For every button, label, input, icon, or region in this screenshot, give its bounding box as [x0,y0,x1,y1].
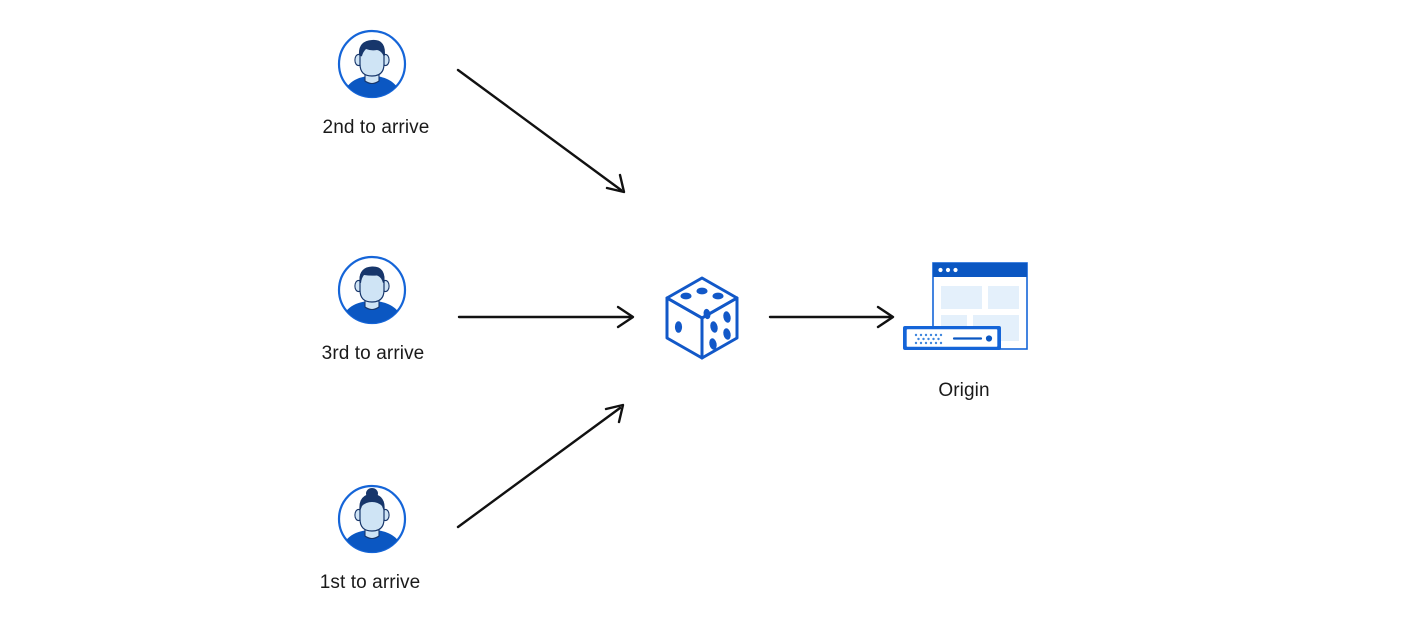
user-avatar-female-icon [337,484,407,554]
user-avatar-icon [337,255,407,325]
arrow-1st-to-dice [456,403,625,529]
origin-node[interactable] [897,258,1037,363]
arrow-3rd-to-dice [457,305,635,329]
client-node-1st[interactable] [336,483,408,555]
randomizer-node[interactable] [659,272,745,364]
arrow-2nd-to-dice [456,68,626,194]
origin-label: Origin [938,380,990,401]
server-device-icon [903,326,1001,350]
client-label-3rd: 3rd to arrive [321,343,425,364]
client-node-3rd[interactable] [336,254,408,326]
client-label-1st: 1st to arrive [319,572,421,593]
arrow-dice-to-origin [768,305,895,329]
dice-icon [665,276,739,360]
user-avatar-icon [337,29,407,99]
client-label-2nd: 2nd to arrive [322,117,430,138]
origin-server-icon [903,262,1028,350]
client-node-2nd[interactable] [336,28,408,100]
